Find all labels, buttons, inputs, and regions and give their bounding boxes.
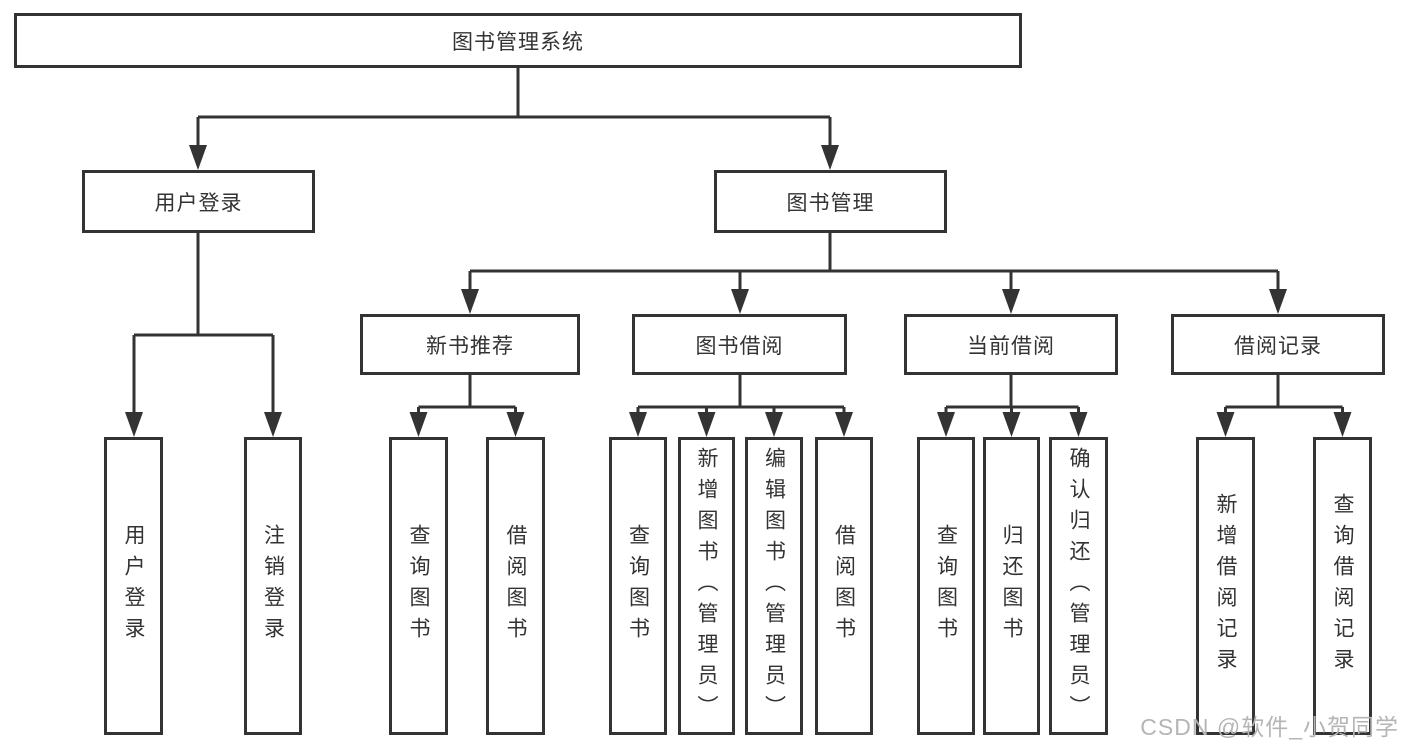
node-user-login-action: 用户登录 <box>104 437 163 735</box>
node-borrow-book-label: 借阅图书 <box>832 524 856 648</box>
node-edit-book-admin-label: 编辑图书（管理员） <box>762 446 786 726</box>
node-user-login-label: 用户登录 <box>154 191 243 215</box>
node-current-borrow-label: 当前借阅 <box>967 334 1055 358</box>
node-root-label: 图书管理系统 <box>452 30 584 54</box>
node-book-borrow: 图书借阅 <box>632 314 847 375</box>
node-logout-label: 注销登录 <box>261 524 285 648</box>
node-add-borrow-record: 新增借阅记录 <box>1196 437 1255 735</box>
node-book-management: 图书管理 <box>714 170 947 233</box>
csdn-watermark: CSDN @软件_小贺同学 <box>1140 714 1399 740</box>
node-confirm-return-admin-label: 确认归还（管理员） <box>1067 446 1090 726</box>
node-borrow-book: 借阅图书 <box>815 437 873 735</box>
node-query-book-recommend: 查询图书 <box>389 437 448 735</box>
node-add-borrow-record-label: 新增借阅记录 <box>1214 493 1237 679</box>
node-query-borrow-record: 查询借阅记录 <box>1313 437 1372 735</box>
arrowheads <box>125 145 1352 437</box>
node-add-book-admin-label: 新增图书（管理员） <box>695 446 718 726</box>
node-query-book-current-label: 查询图书 <box>934 524 958 648</box>
node-query-book-borrow: 查询图书 <box>609 437 667 735</box>
node-add-book-admin: 新增图书（管理员） <box>678 437 735 735</box>
node-book-borrow-label: 图书借阅 <box>695 334 784 358</box>
node-confirm-return-admin: 确认归还（管理员） <box>1049 437 1108 735</box>
node-query-book-borrow-label: 查询图书 <box>626 524 650 648</box>
node-user-login: 用户登录 <box>82 170 315 233</box>
node-borrow-records-label: 借阅记录 <box>1234 334 1322 358</box>
node-query-book-current: 查询图书 <box>917 437 975 735</box>
node-return-book: 归还图书 <box>983 437 1040 735</box>
node-query-borrow-record-label: 查询借阅记录 <box>1331 493 1354 679</box>
node-borrow-records: 借阅记录 <box>1171 314 1385 375</box>
node-logout: 注销登录 <box>244 437 302 735</box>
node-book-management-label: 图书管理 <box>786 191 875 215</box>
node-user-login-action-label: 用户登录 <box>122 524 145 648</box>
node-borrow-book-recommend-label: 借阅图书 <box>504 524 527 648</box>
node-new-book-recommend: 新书推荐 <box>360 314 580 375</box>
node-edit-book-admin: 编辑图书（管理员） <box>745 437 803 735</box>
node-return-book-label: 归还图书 <box>1000 524 1023 648</box>
node-new-book-recommend-label: 新书推荐 <box>426 334 514 358</box>
node-root: 图书管理系统 <box>14 13 1022 68</box>
node-current-borrow: 当前借阅 <box>904 314 1118 375</box>
node-borrow-book-recommend: 借阅图书 <box>486 437 545 735</box>
node-query-book-recommend-label: 查询图书 <box>407 524 430 648</box>
